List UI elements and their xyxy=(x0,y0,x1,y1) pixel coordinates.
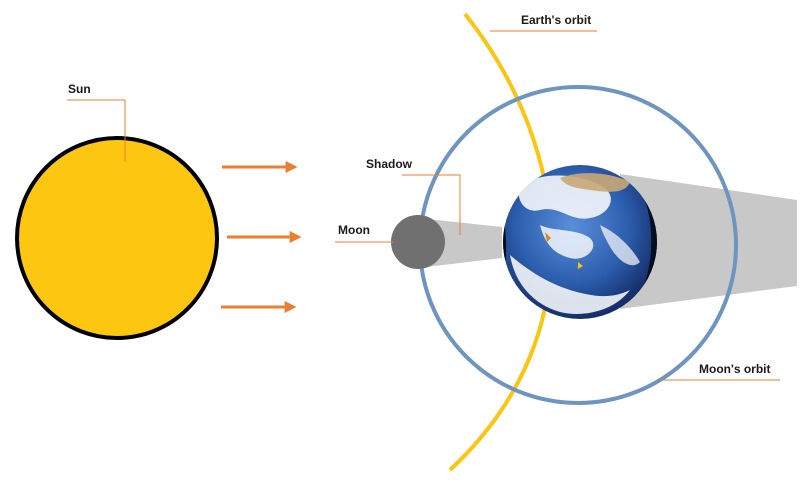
earth-globe-icon xyxy=(503,165,657,319)
sun-label: Sun xyxy=(68,82,91,96)
sun-body xyxy=(15,136,219,340)
earths-orbit-label: Earth's orbit xyxy=(521,13,592,27)
moon-label: Moon xyxy=(338,223,370,237)
moon-body xyxy=(391,215,445,269)
moons-orbit-label: Moon's orbit xyxy=(699,362,771,376)
sun-leader-line xyxy=(67,99,126,162)
leader-lines xyxy=(67,30,780,381)
shadow-label: Shadow xyxy=(366,157,413,171)
sun-rays xyxy=(221,161,302,313)
earth-shadow xyxy=(620,174,797,309)
shadow-leader-line xyxy=(402,174,461,235)
